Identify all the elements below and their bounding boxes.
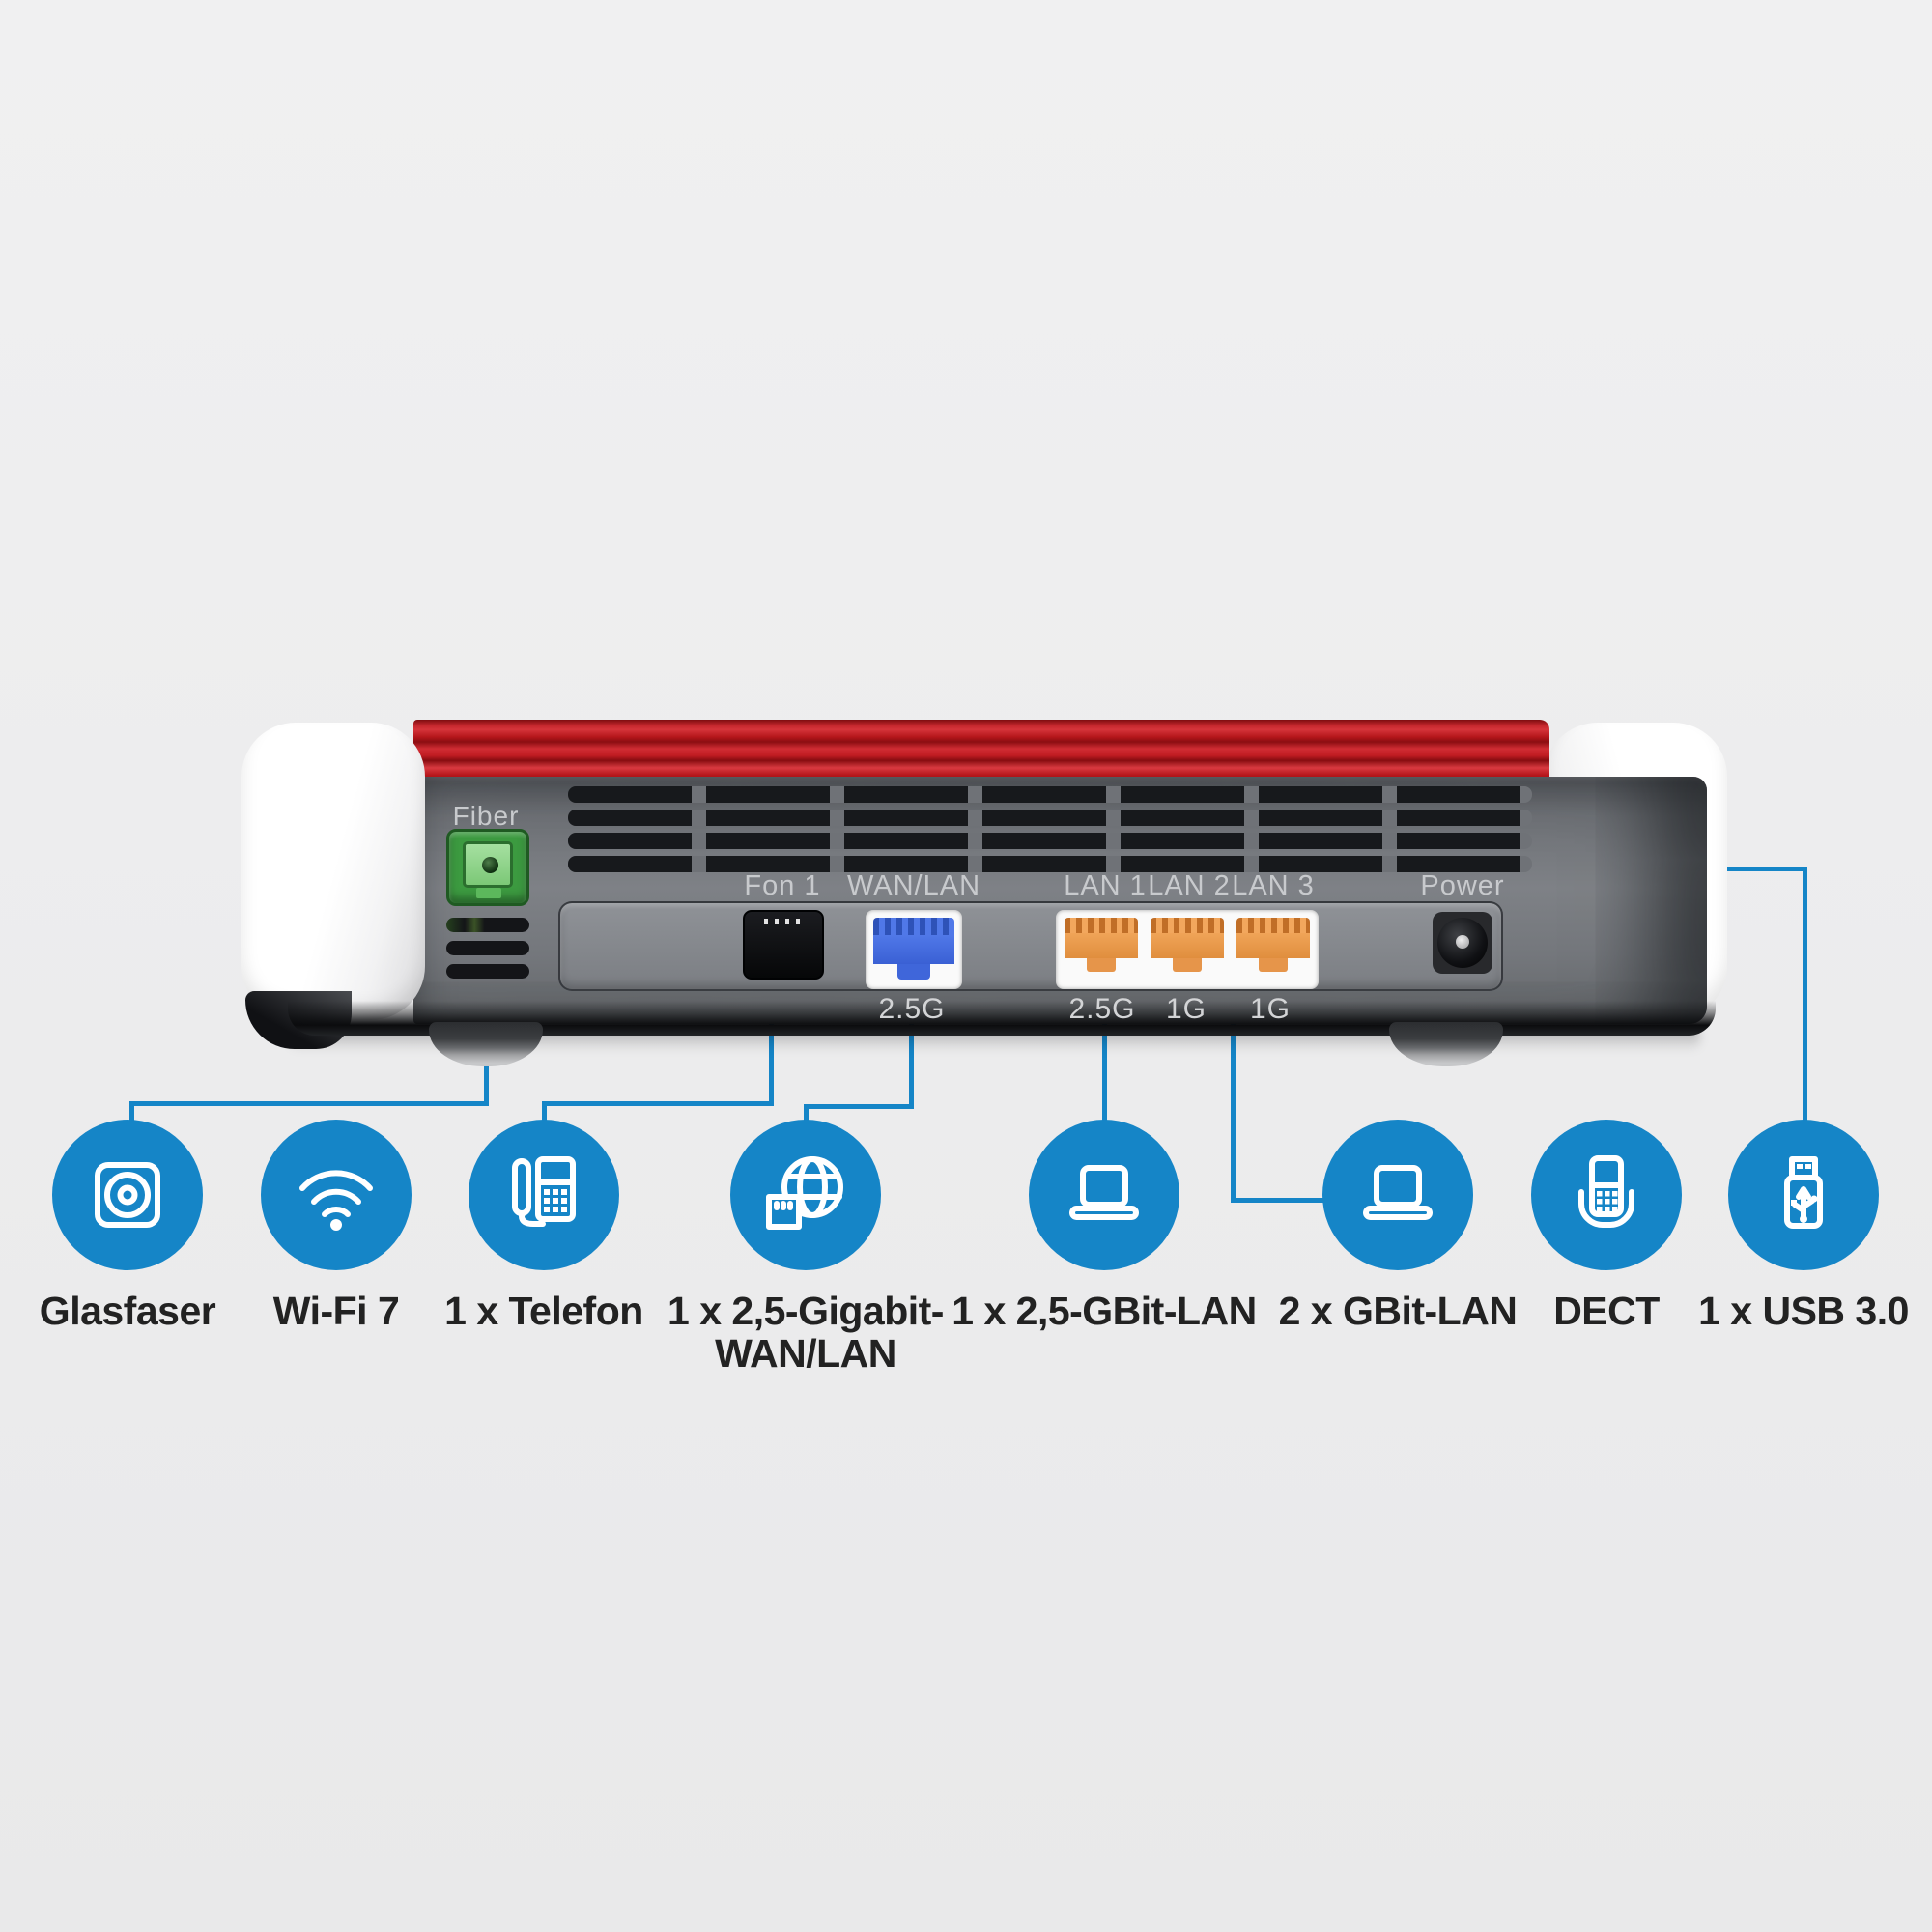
router-end-cap-left (242, 723, 425, 1020)
lan1-port-pins (1065, 918, 1138, 933)
feature-label-text: Wi-Fi 7 (272, 1289, 400, 1333)
lan1-label: LAN 1 (1064, 870, 1147, 901)
feature-label-wifi: Wi-Fi 7 (172, 1289, 500, 1333)
vent-grille-row (568, 833, 1532, 849)
fiber-port (446, 829, 529, 906)
line-fon-to-telefon (542, 1104, 547, 1125)
lan3-port (1236, 918, 1310, 981)
wifi-icon (299, 1170, 373, 1231)
feature-label-text: 1 x 2,5-Gigabit- (668, 1289, 944, 1333)
power-jack (1433, 912, 1492, 974)
lan2-port-pins (1151, 918, 1224, 933)
feature-label-text: 2 x GBit-LAN (1278, 1289, 1518, 1333)
lan1-port (1065, 918, 1138, 981)
feature-label-text: DECT (1553, 1289, 1660, 1333)
feature-label-gigabit-wanlan: 1 x 2,5-Gigabit- WAN/LAN (641, 1289, 970, 1376)
vent-grille-row (568, 810, 1532, 826)
line-fiber-to-glasfaser (484, 1058, 489, 1106)
wan-speed-label: 2.5G (878, 993, 946, 1025)
feature-label-text: 1 x Telefon (444, 1289, 643, 1333)
usb-stick-icon (1784, 1156, 1823, 1229)
fiber-port-label: Fiber (452, 801, 520, 831)
feature-label-text: 1 x USB 3.0 (1698, 1289, 1909, 1333)
router-foot-right (1389, 1022, 1503, 1066)
laptop-icon (1069, 1165, 1139, 1220)
power-label: Power (1420, 870, 1505, 901)
feature-glasfaser (52, 1120, 203, 1270)
globe-ethernet-icon (766, 1156, 843, 1230)
feature-gbit-lan (1322, 1120, 1473, 1270)
feature-label-telefon: 1 x Telefon (380, 1289, 708, 1333)
line-usb (1803, 867, 1807, 1125)
fiber-wall-socket-icon (95, 1162, 160, 1228)
line-wan-to-globe (804, 1106, 809, 1125)
lan3-label: LAN 3 (1232, 870, 1315, 901)
power-jack-pin (1456, 935, 1469, 949)
lan3-port-pins (1236, 918, 1310, 933)
line-fiber-to-glasfaser (129, 1101, 489, 1106)
lan1-speed-label: 2.5G (1068, 993, 1136, 1025)
vent-grille-row (568, 856, 1532, 872)
lan3-port-tab (1259, 958, 1288, 972)
wanlan-port (866, 910, 962, 989)
line-wan-to-globe (909, 976, 914, 1109)
lan2-port-tab (1173, 958, 1202, 972)
lan2-port (1151, 918, 1224, 981)
feature-wifi (261, 1120, 412, 1270)
line-lan1-to-laptop (1102, 976, 1107, 1125)
feature-label-glasfaser: Glasfaser (0, 1289, 292, 1333)
feature-25gbit-lan (1029, 1120, 1179, 1270)
port-recess-panel (558, 901, 1503, 991)
line-lan23-to-laptop (1231, 976, 1236, 1203)
lan1-port-tab (1087, 958, 1116, 972)
lan3-port-body (1236, 933, 1310, 958)
vent-grille-row (568, 786, 1532, 803)
line-fon-to-telefon (542, 1101, 774, 1106)
router-foot-left (429, 1022, 543, 1066)
line-wan-to-globe (804, 1104, 914, 1109)
wanlan-port-body (873, 935, 954, 964)
fiber-connector-hole (482, 857, 498, 873)
line-fon-to-telefon (769, 976, 774, 1106)
router-red-top (413, 720, 1549, 781)
feature-label-text: Glasfaser (39, 1289, 216, 1333)
lan2-port-body (1151, 933, 1224, 958)
fiber-vent-slot (446, 918, 529, 932)
feature-usb (1728, 1120, 1879, 1270)
laptop-icon (1363, 1165, 1433, 1220)
feature-label-gbit-lan: 2 x GBit-LAN (1234, 1289, 1562, 1333)
lan3-speed-label: 1G (1249, 993, 1292, 1025)
line-fiber-to-glasfaser (129, 1104, 134, 1125)
line-lan23-to-laptop (1231, 1198, 1327, 1203)
feature-label-25gbit-lan: 1 x 2,5-GBit-LAN (940, 1289, 1268, 1333)
feature-label-text: WAN/LAN (715, 1330, 896, 1376)
feature-telefon (469, 1120, 619, 1270)
feature-label-dect: DECT (1442, 1289, 1771, 1333)
wanlan-port-tab (897, 964, 930, 980)
dect-handset-icon (1578, 1155, 1634, 1228)
fiber-connector-tab (476, 888, 501, 898)
fon1-label: Fon 1 (744, 870, 821, 901)
fiber-vent-slot (446, 941, 529, 955)
line-usb (1710, 867, 1807, 871)
feature-label-usb: 1 x USB 3.0 (1639, 1289, 1932, 1333)
feature-gigabit-wanlan (730, 1120, 881, 1270)
lan1-port-body (1065, 933, 1138, 958)
fiber-vent-slot (446, 964, 529, 979)
desk-phone-icon (512, 1156, 576, 1227)
wanlan-port-pins (873, 918, 954, 935)
lan2-label: LAN 2 (1148, 870, 1231, 901)
lan-port-group (1056, 910, 1319, 989)
wanlan-label: WAN/LAN (846, 870, 981, 901)
feature-dect (1531, 1120, 1682, 1270)
feature-label-text: 1 x 2,5-GBit-LAN (952, 1289, 1257, 1333)
fon1-port-contacts (764, 919, 805, 924)
lan2-speed-label: 1G (1165, 993, 1208, 1025)
